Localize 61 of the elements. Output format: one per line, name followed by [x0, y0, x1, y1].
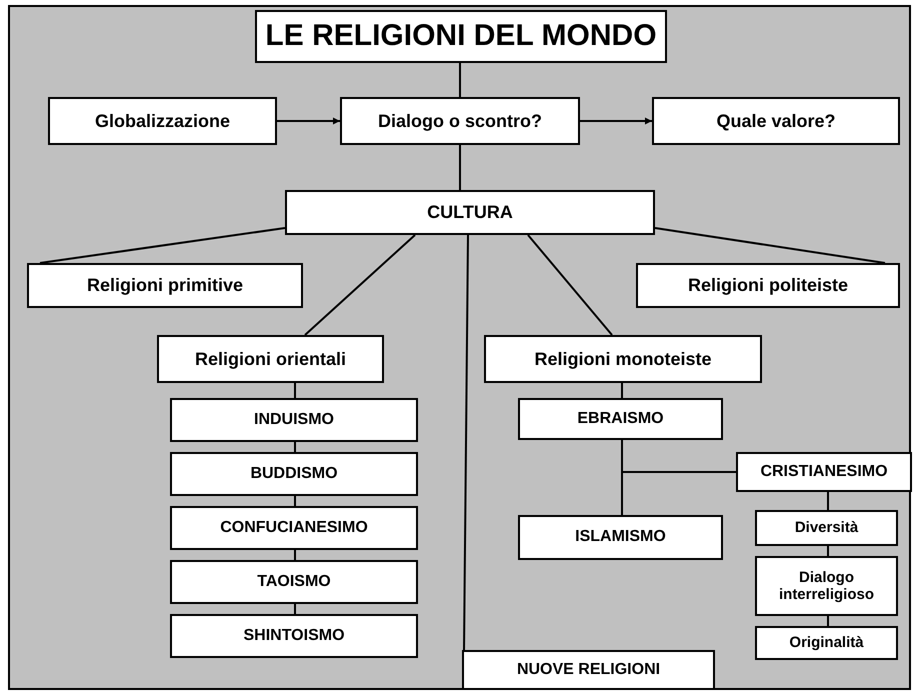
connector-line	[621, 383, 623, 398]
topic-label: Religioni monoteiste	[534, 348, 712, 370]
connector-line	[459, 63, 461, 97]
topic-label: INDUISMO	[254, 410, 334, 430]
topic-box	[170, 560, 418, 604]
arrow	[277, 118, 340, 124]
topic-box	[636, 263, 900, 308]
topic-box	[170, 452, 418, 496]
topic-box	[652, 97, 900, 145]
topic-label: Dialogo interreligioso	[778, 568, 876, 604]
topic-box	[755, 510, 898, 546]
arrow	[580, 118, 652, 124]
connector-line	[527, 234, 613, 336]
topic-label: SHINTOISMO	[243, 626, 345, 646]
connector-line	[827, 616, 829, 626]
connector-line	[294, 604, 296, 614]
topic-box	[27, 263, 303, 308]
topic-box	[755, 556, 898, 616]
topic-label: Religioni orientali	[194, 348, 346, 370]
topic-box	[340, 97, 580, 145]
connector-line	[294, 383, 296, 398]
topic-box	[170, 506, 418, 550]
topic-box	[755, 626, 898, 660]
title-box	[255, 10, 667, 63]
connector-line	[621, 440, 623, 515]
topic-box	[518, 398, 723, 440]
topic-label: BUDDISMO	[250, 464, 338, 484]
topic-label: CONFUCIANESIMO	[220, 518, 368, 538]
topic-box	[462, 650, 715, 690]
connector-line	[459, 145, 461, 190]
topic-label: Diversità	[794, 519, 858, 537]
topic-label: NUOVE RELIGIONI	[516, 660, 660, 680]
topic-label: CRISTIANESIMO	[760, 462, 888, 482]
connector-line	[294, 550, 296, 560]
topic-label: Quale valore?	[716, 110, 836, 132]
topic-box	[736, 452, 912, 492]
connector-line	[463, 235, 469, 650]
topic-box	[285, 190, 655, 235]
topic-label: ISLAMISMO	[575, 528, 666, 547]
topic-label: Originalità	[789, 634, 864, 652]
topic-label: Religioni primitive	[86, 275, 244, 296]
connector-line	[40, 227, 286, 264]
connector-line	[827, 546, 829, 556]
topic-label: Religioni politeiste	[688, 275, 848, 296]
connector-line	[654, 227, 886, 264]
topic-box	[484, 335, 762, 383]
topic-label: CULTURA	[427, 202, 513, 223]
connector-line	[304, 234, 416, 336]
topic-box	[170, 614, 418, 658]
topic-label: TAOISMO	[257, 572, 331, 592]
topic-box	[157, 335, 384, 383]
topic-label: EBRAISMO	[577, 410, 664, 428]
topic-box	[170, 398, 418, 442]
topic-box	[48, 97, 277, 145]
topic-label: Dialogo o scontro?	[378, 110, 542, 132]
connector-line	[827, 492, 829, 510]
connector-line	[294, 442, 296, 452]
title-text: LE RELIGIONI DEL MONDO	[265, 19, 657, 54]
topic-box	[518, 515, 723, 560]
connector-line	[294, 496, 296, 506]
topic-label: Globalizzazione	[94, 110, 230, 132]
